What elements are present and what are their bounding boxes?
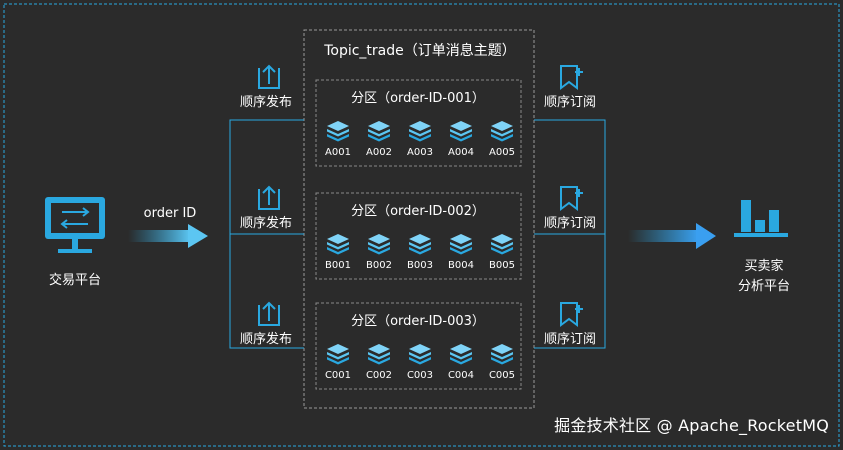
message-label: B002: [366, 260, 392, 271]
subscribe-label: 顺序订阅: [544, 216, 596, 231]
target-label-line1: 买卖家: [744, 258, 783, 274]
partition-1: 分区（order-ID-001） A001 A002 A003 A004 A005: [315, 79, 522, 167]
message-label: A001: [325, 147, 351, 158]
bookmark-plus-icon: [560, 186, 583, 211]
message-label: C004: [448, 370, 474, 381]
upload-icon: [258, 301, 280, 326]
message-stack-icon: [450, 121, 472, 142]
message-stack-icon: [450, 344, 472, 365]
subscribe-label: 顺序订阅: [544, 332, 596, 347]
upload-icon: [258, 185, 280, 210]
message-stack-icon: [327, 344, 349, 365]
message-stack-icon: [491, 121, 513, 142]
message-label: A002: [366, 147, 392, 158]
message-label: A003: [407, 147, 433, 158]
topic-title: Topic_trade（订单消息主题）: [323, 42, 516, 59]
outbound-arrow: [628, 223, 716, 249]
message-label: C005: [489, 370, 515, 381]
partition-title: 分区（order-ID-003）: [351, 314, 485, 329]
topic-container: [303, 29, 535, 409]
order-id-label: order ID: [144, 206, 197, 221]
publish-label: 顺序发布: [240, 331, 292, 347]
message-label: B003: [407, 260, 433, 271]
publish-label: 顺序发布: [240, 215, 292, 231]
message-label: C003: [407, 370, 433, 381]
message-stack-icon: [450, 234, 472, 255]
message-stack-icon: [368, 234, 390, 255]
message-stack-icon: [409, 121, 431, 142]
target-label-line2: 分析平台: [738, 279, 790, 294]
partition-title: 分区（order-ID-002）: [351, 204, 485, 219]
message-stack-icon: [368, 344, 390, 365]
subscribe-label: 顺序订阅: [544, 95, 596, 110]
transfer-monitor-icon: [45, 197, 105, 253]
partition-box: [315, 79, 522, 167]
message-stack-icon: [327, 234, 349, 255]
message-stack-icon: [409, 234, 431, 255]
message-label: B005: [489, 260, 515, 271]
partition-box: [315, 192, 522, 280]
partition-box: [315, 302, 522, 390]
message-label: B001: [325, 260, 351, 271]
source-label: 交易平台: [49, 272, 101, 288]
inbound-arrow: [128, 224, 208, 248]
partition-3: 分区（order-ID-003） C001 C002 C003 C004 C005: [315, 302, 522, 390]
partition-title: 分区（order-ID-001）: [351, 91, 485, 106]
message-label: A004: [448, 147, 474, 158]
partition-2: 分区（order-ID-002） B001 B002 B003 B004 B005: [315, 192, 522, 280]
message-label: A005: [489, 147, 515, 158]
bookmark-plus-icon: [560, 65, 583, 90]
message-stack-icon: [491, 234, 513, 255]
watermark: 掘金技术社区 @ Apache_RocketMQ: [554, 416, 829, 435]
message-label: B004: [448, 260, 474, 271]
upload-icon: [258, 64, 280, 89]
outer-frame: [3, 3, 840, 447]
message-stack-icon: [409, 344, 431, 365]
bar-chart-icon: [734, 200, 788, 237]
bookmark-plus-icon: [560, 302, 583, 327]
message-stack-icon: [368, 121, 390, 142]
message-label: C002: [366, 370, 392, 381]
message-stack-icon: [327, 121, 349, 142]
message-label: C001: [325, 370, 351, 381]
publish-label: 顺序发布: [240, 94, 292, 110]
message-stack-icon: [491, 344, 513, 365]
